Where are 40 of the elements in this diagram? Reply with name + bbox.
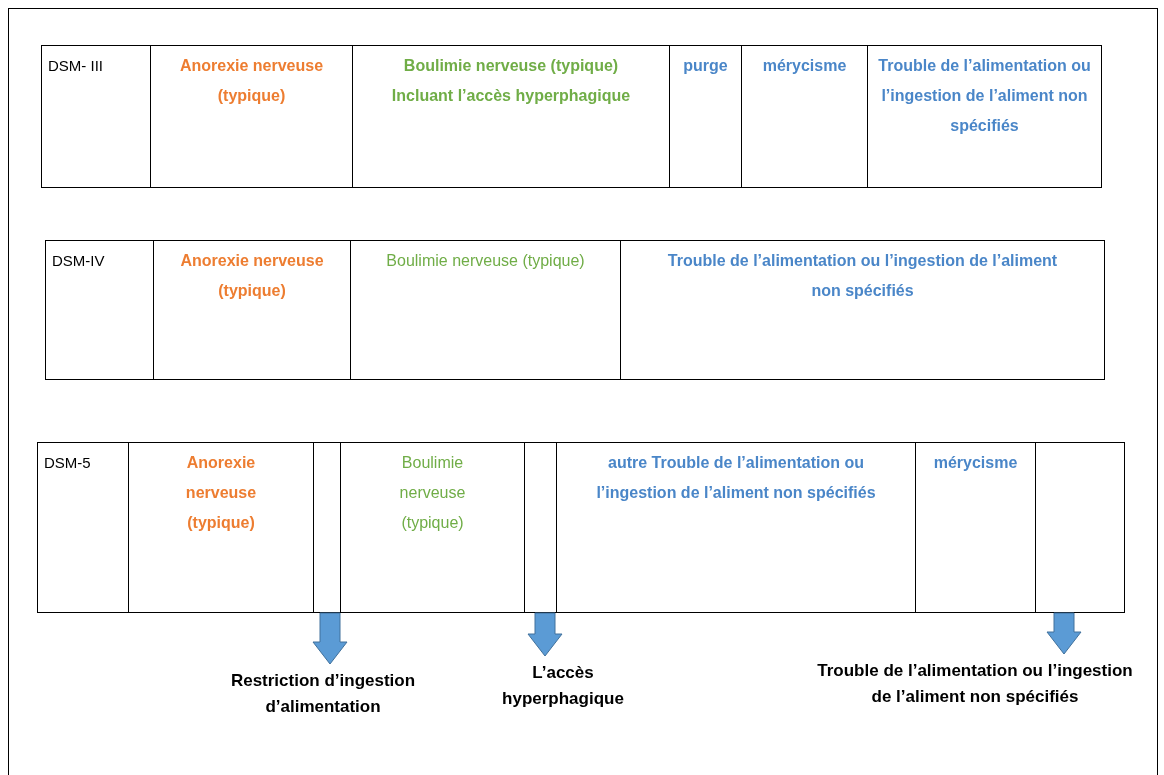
row-heading: DSM- III	[48, 56, 104, 76]
note-text: Restriction d’ingestion d’alimentation	[212, 668, 434, 724]
note-text: Trouble de l’alimentation ou l’ingestion de l’aliment non spécifiés	[810, 658, 1140, 714]
table-cell	[41, 45, 151, 188]
row-heading: DSM-IV	[52, 251, 106, 271]
table-cell	[669, 45, 742, 188]
cell-text: purge	[682, 56, 729, 76]
cell-text: Boulimie nerveuse (typique)	[402, 56, 620, 76]
cell-text: Anorexie nerveuse (typique)	[179, 251, 325, 301]
cell-text: Boulimie nerveuse (typique)	[398, 453, 467, 533]
block-arrow	[312, 612, 348, 665]
table-cell	[352, 45, 670, 188]
table-cell	[350, 240, 621, 380]
table-cell	[556, 442, 916, 613]
cell-text: Anorexie nerveuse (typique)	[184, 453, 258, 533]
row-heading: DSM-5	[44, 453, 92, 473]
table-cell	[340, 442, 525, 613]
cell-text: Incluant l’accès hyperphagique	[390, 86, 632, 106]
table-cell	[915, 442, 1036, 613]
cell-text: Trouble de l’alimentation ou l’ingestion de l’aliment non spécifiés	[877, 56, 1092, 136]
table-cell	[524, 442, 557, 613]
note-text: L’accès hyperphagique	[488, 660, 638, 718]
block-arrow	[527, 612, 563, 657]
table-cell	[741, 45, 868, 188]
cell-text: autre Trouble de l’alimentation ou l’ingestion de l’aliment non spécifiés	[595, 453, 877, 503]
table-cell	[313, 442, 341, 613]
cell-text: mérycisme	[932, 453, 1019, 473]
table-cell	[45, 240, 154, 380]
table-cell	[37, 442, 129, 613]
cell-text: Boulimie nerveuse (typique)	[385, 251, 586, 271]
table-cell	[1035, 442, 1125, 613]
block-arrow	[1046, 612, 1082, 655]
table-cell	[620, 240, 1105, 380]
cell-text: mérycisme	[761, 56, 848, 76]
cell-text: Anorexie nerveuse (typique)	[178, 56, 325, 106]
table-cell	[153, 240, 351, 380]
table-cell	[128, 442, 314, 613]
cell-text: Trouble de l’alimentation ou l’ingestion de l’aliment non spécifiés	[666, 251, 1059, 301]
table-cell	[150, 45, 353, 188]
table-cell	[867, 45, 1102, 188]
